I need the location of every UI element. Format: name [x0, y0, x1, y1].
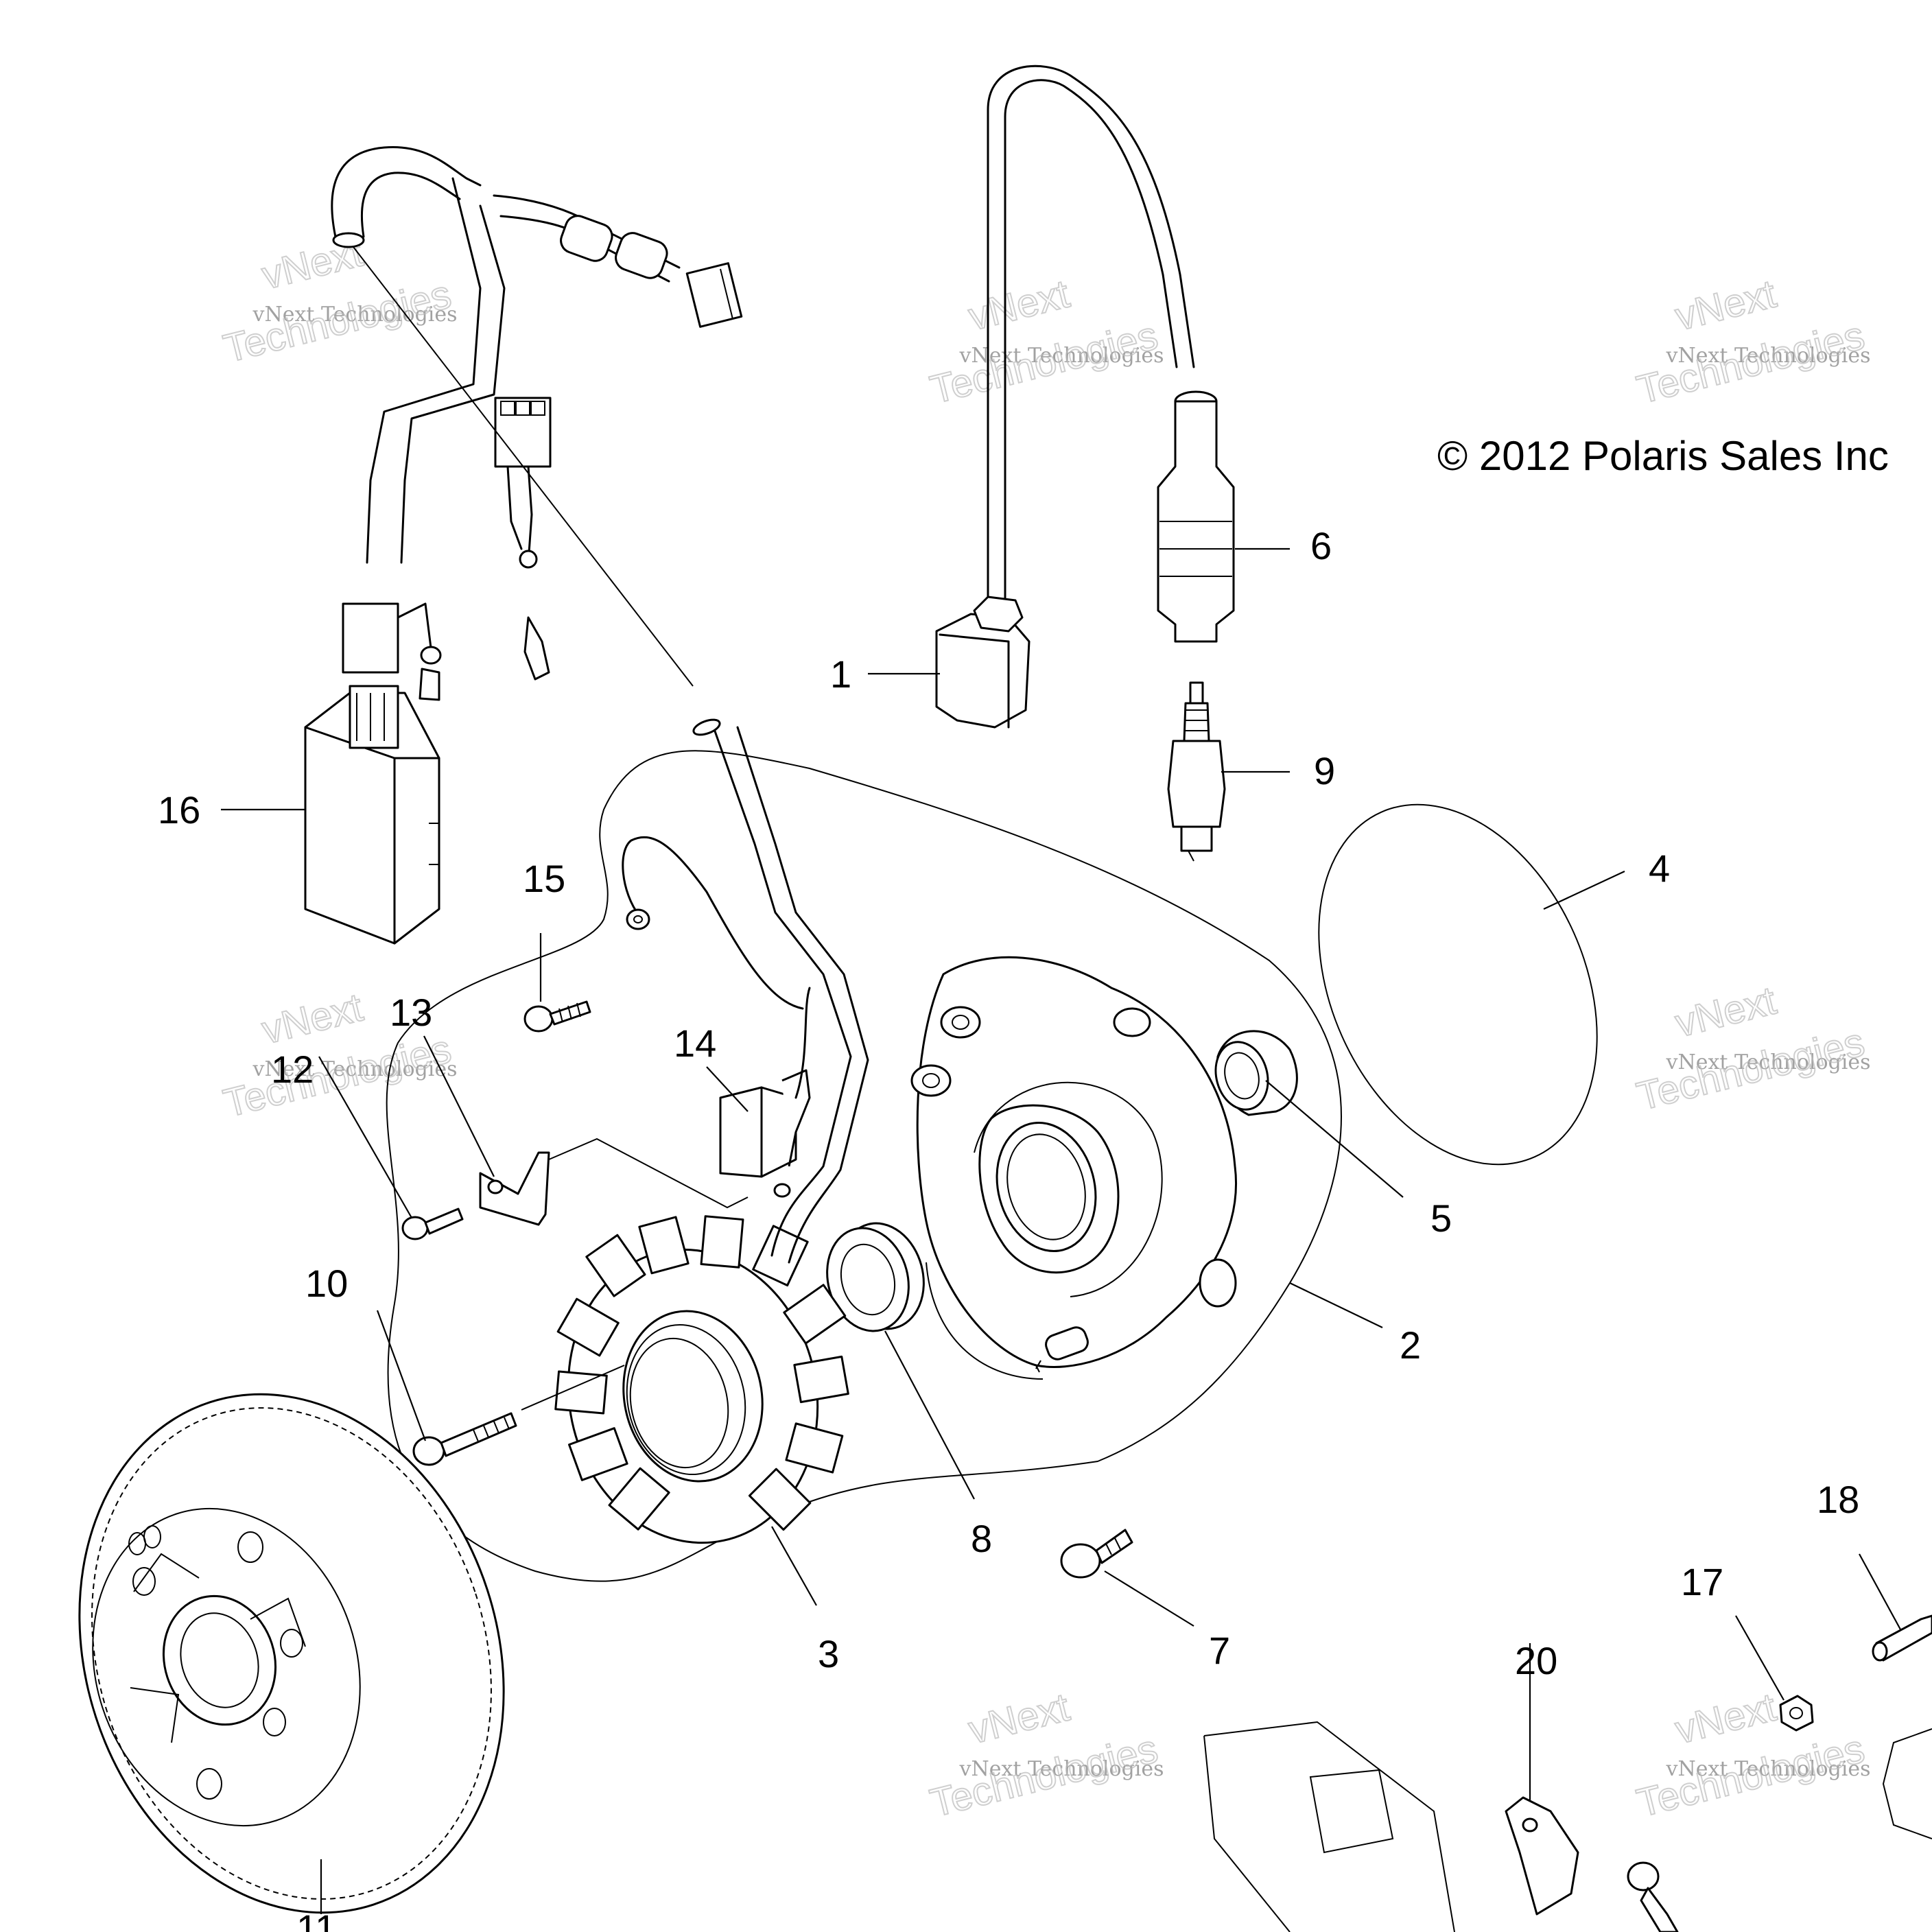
callout-8: 8	[971, 1517, 992, 1560]
watermark-mid-right: vNext vNext Technologies Technologies	[1632, 978, 1871, 1120]
callout-10: 10	[305, 1262, 348, 1305]
watermark-word: Technologies	[1633, 1726, 1869, 1826]
watermark-line: vNext Technologies	[252, 303, 458, 327]
watermark-brand: vNext	[964, 272, 1074, 340]
part-18-stud	[1872, 1614, 1932, 1839]
callout-7: 7	[1209, 1629, 1230, 1672]
assembly-outline	[386, 750, 1342, 1582]
part-12-screw	[401, 1208, 464, 1240]
watermark-line: vNext Technologies	[252, 1057, 458, 1081]
callout-5: 5	[1430, 1197, 1452, 1240]
watermark-brand: vNext	[1671, 272, 1780, 340]
watermark-line: vNext Technologies	[959, 1757, 1164, 1781]
copyright-notice: © 2012 Polaris Sales Inc	[1437, 433, 1889, 479]
part-6-spark-plug-cap	[1157, 390, 1235, 643]
watermark-line: vNext Technologies	[959, 344, 1164, 368]
part-8-bearing	[826, 1222, 925, 1332]
part-13-bracket	[479, 1138, 749, 1226]
watermark-word: Technologies	[1633, 1020, 1869, 1119]
callout-18: 18	[1817, 1478, 1859, 1521]
callout-15: 15	[523, 857, 565, 900]
watermark-word: Technologies	[1633, 313, 1869, 412]
part-10-bolt	[412, 1365, 625, 1466]
watermark-word: Technologies	[926, 313, 1162, 412]
watermark-bottom-right: vNext vNext Technologies Technologies	[1632, 1684, 1871, 1827]
watermark-top-middle: vNext vNext Technologies Technologies	[926, 271, 1164, 414]
callout-14: 14	[674, 1022, 716, 1065]
callout-17: 17	[1681, 1560, 1723, 1603]
part-3-stator	[554, 718, 869, 1544]
watermark-line: vNext Technologies	[1666, 1757, 1871, 1781]
watermark-brand: vNext	[257, 985, 367, 1053]
part-5-oil-seal	[1214, 1030, 1298, 1116]
bottom-right-screw	[1627, 1861, 1679, 1932]
callout-4: 4	[1649, 847, 1670, 890]
part-16-cdi-harness	[304, 145, 743, 945]
callout-2: 2	[1400, 1323, 1421, 1367]
harness-link-line	[353, 246, 694, 687]
watermark-brand: vNext	[1671, 1685, 1780, 1753]
callout-9: 9	[1314, 749, 1335, 792]
watermark-top-left: vNext vNext Technologies Technologies	[219, 230, 458, 373]
callout-16: 16	[158, 788, 200, 832]
part-9-spark-plug	[1167, 681, 1226, 862]
callout-11: 11	[296, 1907, 336, 1932]
part-11-flywheel	[78, 1393, 505, 1914]
leader-lines	[221, 547, 1901, 1914]
part-2-stator-housing	[910, 956, 1237, 1380]
callout-6: 6	[1310, 524, 1332, 567]
callout-3: 3	[818, 1632, 839, 1675]
callout-13: 13	[390, 991, 432, 1034]
callout-1: 1	[830, 652, 851, 696]
watermark-brand: vNext	[964, 1685, 1074, 1753]
part-4-gasket	[1318, 803, 1598, 1166]
watermark-line: vNext Technologies	[1666, 344, 1871, 368]
part-7-bolt	[1060, 1529, 1133, 1579]
part-20-module	[1203, 1721, 1579, 1932]
part-1-ignition-coil	[935, 64, 1195, 729]
watermark-word: Technologies	[220, 272, 456, 371]
part-17-nut	[1779, 1695, 1814, 1732]
part-14-sensor	[719, 987, 811, 1198]
watermark-top-right: vNext vNext Technologies Technologies	[1632, 271, 1871, 414]
callout-20: 20	[1515, 1639, 1557, 1682]
watermark-word: Technologies	[220, 1026, 456, 1126]
callout-12: 12	[271, 1048, 314, 1091]
part-15-ground-screw	[523, 836, 804, 1033]
watermark-line: vNext Technologies	[1666, 1050, 1871, 1074]
watermark-bottom-middle: vNext vNext Technologies Technologies	[926, 1684, 1164, 1827]
callout-labels: 1 2 3 4 5 6 7 8 9 10 11 12 13 14 15 16 1…	[158, 524, 1859, 1932]
watermark-brand: vNext	[1671, 978, 1780, 1046]
watermark-word: Technologies	[926, 1726, 1162, 1826]
